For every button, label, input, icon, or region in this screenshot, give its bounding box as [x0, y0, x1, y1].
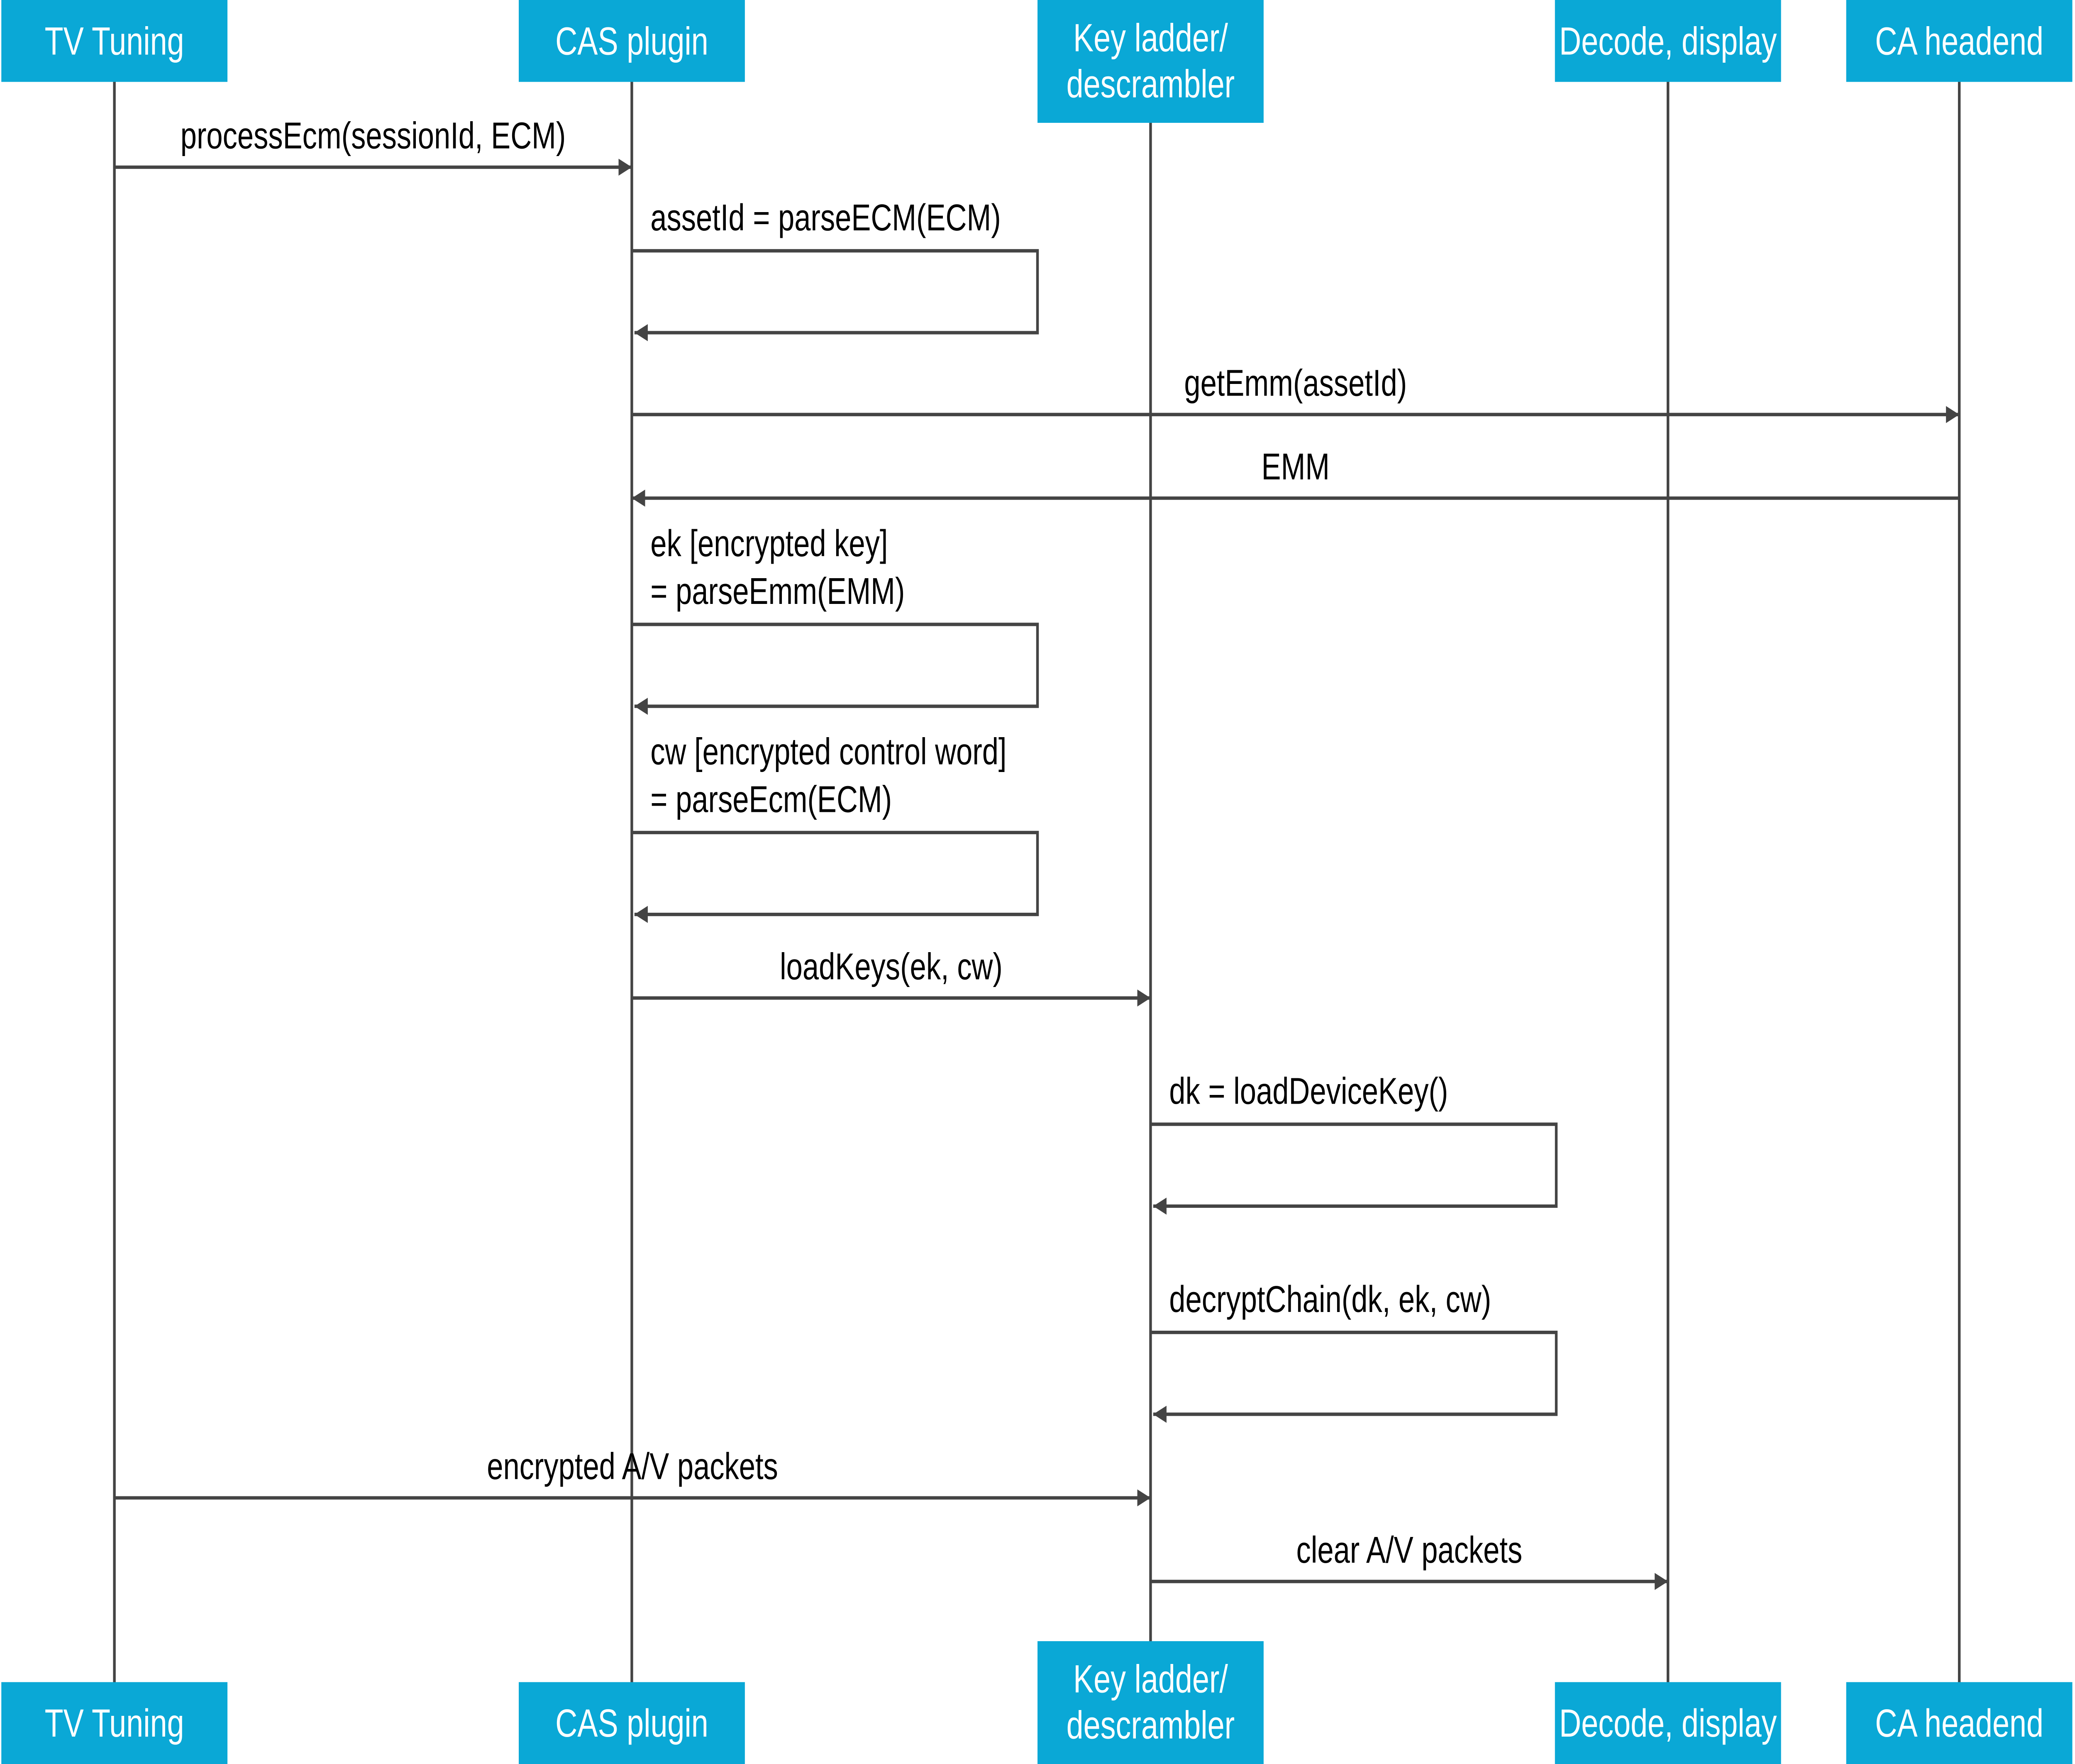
message-label: processEcm(sessionId, ECM): [181, 115, 566, 156]
participant-label: descrambler: [1067, 61, 1235, 105]
message-label: loadKeys(ek, cw): [780, 946, 1003, 987]
participant-box: [1038, 0, 1264, 123]
message-9: encrypted A/V packets: [114, 1446, 1151, 1507]
participant-box: [1555, 0, 1781, 82]
participant-box: [1555, 1682, 1781, 1764]
participant-decode-bottom: Decode, display: [1555, 1682, 1781, 1764]
participant-label: Decode, display: [1559, 1701, 1777, 1745]
message-label: clear A/V packets: [1296, 1529, 1522, 1571]
participant-box: [519, 0, 745, 82]
participant-cas-top: CAS plugin: [519, 0, 745, 82]
message-label: decryptChain(dk, ek, cw): [1169, 1278, 1491, 1320]
lifelines: [113, 17, 1961, 1740]
participant-box: [1038, 1641, 1264, 1764]
message-1: assetId = parseECM(ECM): [632, 197, 1039, 342]
message-6: loadKeys(ek, cw): [632, 946, 1151, 1007]
message-8: decryptChain(dk, ek, cw): [1150, 1278, 1558, 1423]
message-3: EMM: [632, 446, 1960, 507]
participant-label: CA headend: [1875, 19, 2043, 63]
participant-label: Key ladder/: [1073, 15, 1228, 59]
participant-tv-top: TV Tuning: [1, 0, 228, 82]
message-label: cw [encrypted control word]: [650, 731, 1006, 772]
participant-box: [1846, 1682, 2073, 1764]
participant-box: [1846, 0, 2073, 82]
message-2: getEmm(assetId): [632, 362, 1960, 423]
message-4: ek [encrypted key] = parseEmm(EMM): [632, 523, 1039, 715]
participant-label: TV Tuning: [45, 1701, 184, 1745]
message-5: cw [encrypted control word] = parseEcm(EC…: [632, 731, 1039, 923]
participant-box: [519, 1682, 745, 1764]
participant-key-top: Key ladder/descrambler: [1038, 0, 1264, 123]
message-label: = parseEcm(ECM): [650, 779, 892, 820]
message-label: dk = loadDeviceKey(): [1169, 1070, 1448, 1112]
participant-box: [1, 0, 228, 82]
participant-tv-bottom: TV Tuning: [1, 1682, 228, 1764]
participant-label: CAS plugin: [555, 19, 708, 63]
message-label: getEmm(assetId): [1184, 362, 1407, 404]
participant-label: Key ladder/: [1073, 1656, 1228, 1700]
self-call-arrow: [632, 249, 1039, 342]
participant-decode-top: Decode, display: [1555, 0, 1781, 82]
participant-ca-bottom: CA headend: [1846, 1682, 2073, 1764]
message-label: EMM: [1262, 446, 1330, 488]
self-call-arrow: [1150, 1122, 1558, 1215]
participant-label: CA headend: [1875, 1701, 2043, 1745]
participant-cas-bottom: CAS plugin: [519, 1682, 745, 1764]
self-call-arrow: [1150, 1330, 1558, 1423]
message-label: assetId = parseECM(ECM): [650, 197, 1001, 239]
message-label: ek [encrypted key]: [650, 523, 888, 564]
self-call-arrow: [632, 831, 1039, 923]
participant-ca-top: CA headend: [1846, 0, 2073, 82]
participant-box: [1, 1682, 228, 1764]
participant-label: descrambler: [1067, 1703, 1235, 1747]
self-call-arrow: [632, 623, 1039, 715]
message-7: dk = loadDeviceKey(): [1150, 1070, 1558, 1215]
messages: processEcm(sessionId, ECM) assetId = pars…: [114, 115, 1960, 1590]
participant-label: TV Tuning: [45, 19, 184, 63]
message-0: processEcm(sessionId, ECM): [114, 115, 632, 176]
participant-label: Decode, display: [1559, 19, 1777, 63]
message-label: encrypted A/V packets: [487, 1446, 778, 1487]
participant-key-bottom: Key ladder/descrambler: [1038, 1641, 1264, 1764]
message-10: clear A/V packets: [1150, 1529, 1668, 1590]
participant-label: CAS plugin: [555, 1701, 708, 1745]
message-label: = parseEmm(EMM): [650, 571, 905, 612]
